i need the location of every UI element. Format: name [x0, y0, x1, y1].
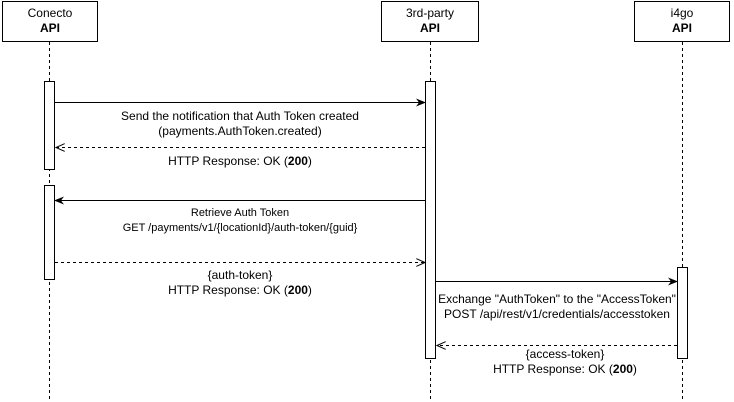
message-text: HTTP Response: OK (200) — [168, 154, 312, 168]
message-send-notification: Send the notification that Auth Token cr… — [105, 109, 375, 139]
activation-3rd-party — [425, 81, 436, 359]
message-access-token-response: {access-token} HTTP Response: OK (200) — [465, 347, 665, 377]
message-auth-token-response: {auth-token} HTTP Response: OK (200) — [140, 268, 340, 298]
participant-stereotype: API — [671, 21, 692, 35]
message-http-response-1: HTTP Response: OK (200) — [140, 154, 340, 169]
message-exchange-token: Exchange "AuthToken" to the "AccessToken… — [432, 292, 682, 322]
activation-conecto-2 — [44, 185, 55, 280]
participant-3rd-party: 3rd-party API — [381, 1, 479, 42]
message-text: HTTP Response: OK (200) — [493, 362, 637, 376]
message-text: Exchange "AuthToken" to the "AccessToken… — [438, 292, 676, 306]
message-text: {access-token} — [525, 347, 605, 361]
activation-conecto-1 — [44, 81, 55, 170]
participant-name: i4go — [670, 6, 694, 20]
activation-i4go — [677, 267, 688, 359]
message-text: (payments.AuthToken.created) — [158, 124, 322, 138]
message-text: {auth-token} — [207, 268, 273, 282]
message-text: POST /api/rest/v1/credentials/accesstoke… — [444, 307, 670, 321]
participant-stereotype: API — [39, 21, 60, 35]
participant-i4go: i4go API — [634, 1, 730, 42]
message-text: GET /payments/v1/{locationId}/auth-token… — [122, 222, 358, 234]
message-text: HTTP Response: OK (200) — [168, 283, 312, 297]
message-text: Retrieve Auth Token — [190, 207, 290, 219]
message-text: Send the notification that Auth Token cr… — [121, 109, 359, 123]
participant-name: 3rd-party — [405, 6, 455, 20]
participant-name: Conecto — [27, 6, 73, 20]
participant-conecto: Conecto API — [2, 1, 98, 42]
message-retrieve-auth-token: Retrieve Auth Token GET /payments/v1/{lo… — [100, 206, 380, 236]
participant-stereotype: API — [419, 21, 440, 35]
